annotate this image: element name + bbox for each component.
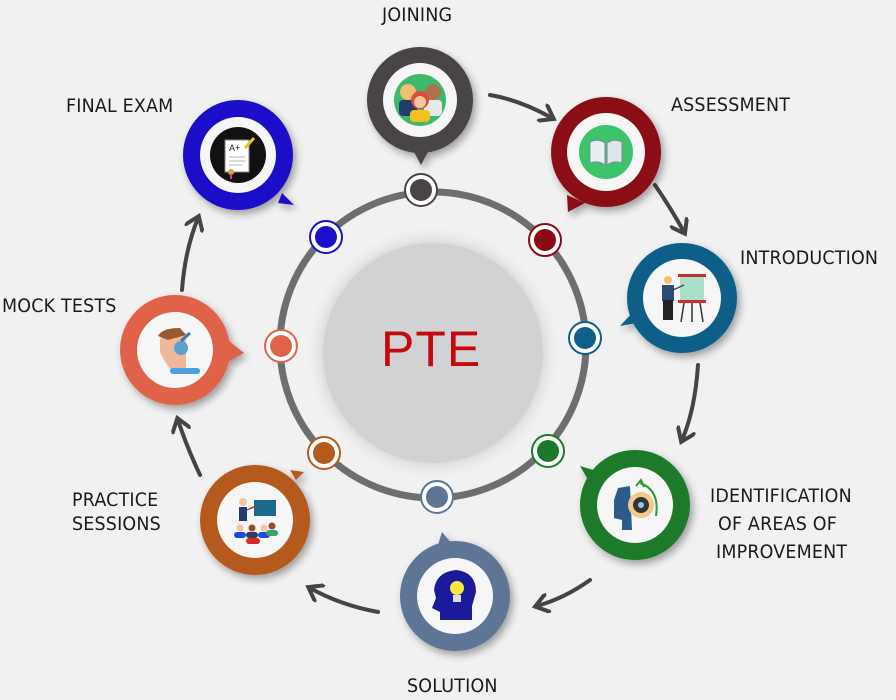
ring-node-identification xyxy=(531,434,565,468)
label-final: FINAL EXAM xyxy=(66,95,174,117)
head-lightbulb-icon xyxy=(432,570,476,620)
svg-text:A+: A+ xyxy=(229,143,240,153)
open-book-icon xyxy=(579,125,633,179)
bubble-introduction xyxy=(620,243,737,353)
ring-node-introduction xyxy=(568,321,602,355)
ring-node-mock xyxy=(264,329,298,363)
arrow-identification-to-solution xyxy=(537,578,592,606)
head-gear-icon xyxy=(614,478,658,530)
label-introduction: INTRODUCTION xyxy=(740,247,879,269)
arrow-mock-to-final xyxy=(180,218,198,292)
arrow-solution-to-practice xyxy=(310,588,380,614)
label-identification-line3: IMPROVEMENT xyxy=(716,541,848,563)
exam-paper-icon: A+ xyxy=(210,127,266,183)
arrow-introduction-to-identification xyxy=(682,363,700,440)
center-label-pte: PTE xyxy=(381,321,482,377)
ring-node-assessment xyxy=(528,223,562,257)
label-mock: MOCK TESTS xyxy=(2,295,117,317)
label-identification-line1: IDENTIFICATION xyxy=(710,485,852,507)
presenter-whiteboard-icon xyxy=(662,274,706,323)
ring-node-joining xyxy=(404,173,438,207)
headphones-person-icon xyxy=(158,328,200,374)
arrow-assessment-to-introduction xyxy=(653,183,684,232)
label-identification-line2: OF AREAS OF xyxy=(718,513,837,535)
classroom-icon xyxy=(234,498,278,544)
label-joining: JOINING xyxy=(382,4,453,26)
group-people-icon xyxy=(394,74,446,126)
ring-node-solution xyxy=(420,480,454,514)
ring-node-practice xyxy=(307,436,341,470)
ring-node-final xyxy=(309,220,343,254)
arrow-practice-to-mock xyxy=(178,420,202,477)
arrow-joining-to-assessment xyxy=(488,93,552,118)
center-disc xyxy=(323,243,543,463)
label-solution: SOLUTION xyxy=(407,675,498,697)
flow-arrows xyxy=(178,93,700,614)
label-practice-line1: PRACTICE xyxy=(72,489,159,511)
label-practice-line2: SESSIONS xyxy=(72,513,161,535)
ring-nodes xyxy=(264,173,602,514)
bubble-practice xyxy=(200,465,310,575)
label-assessment: ASSESSMENT xyxy=(671,94,791,116)
